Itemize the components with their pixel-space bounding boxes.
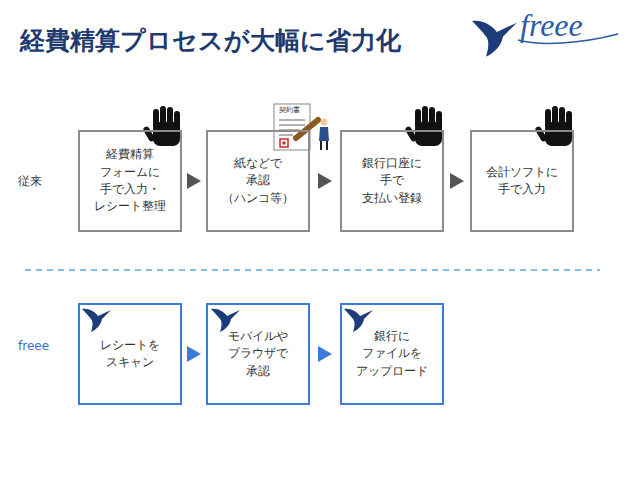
box-text: 銀行に ファイルを アップロード bbox=[356, 328, 428, 380]
process-box: 経費精算 フォームに 手で入力・ レシート整理 bbox=[78, 130, 182, 232]
process-box: 紙などで 承認 （ハンコ等） bbox=[206, 130, 310, 232]
freee-bird-icon bbox=[82, 309, 111, 332]
freee-bird-icon bbox=[211, 309, 240, 332]
freee-bird-icon bbox=[344, 309, 373, 332]
box-text: 銀行口座に 手で 支払い登録 bbox=[362, 155, 422, 207]
flow-arrow bbox=[187, 173, 201, 189]
flow-arrow bbox=[187, 346, 201, 362]
box-text: 経費精算 フォームに 手で入力・ レシート整理 bbox=[94, 146, 166, 216]
flow-arrow bbox=[318, 173, 332, 189]
process-box: 会計ソフトに 手で入力 bbox=[470, 130, 574, 232]
box-text: 紙などで 承認 （ハンコ等） bbox=[222, 155, 294, 207]
freee-process-box: 銀行に ファイルを アップロード bbox=[340, 303, 444, 405]
freee-process-box: モバイルや ブラウザで 承認 bbox=[206, 303, 310, 405]
hand-icon bbox=[404, 106, 442, 146]
contract-illustration bbox=[274, 104, 329, 150]
box-text: 会計ソフトに 手で入力 bbox=[486, 164, 558, 199]
logo-bird bbox=[472, 21, 517, 57]
hand-icon bbox=[534, 106, 572, 146]
box-text: レシートを スキャン bbox=[100, 337, 160, 372]
row-label: freee bbox=[18, 340, 49, 353]
flow-arrow bbox=[450, 173, 464, 189]
freee-process-box: レシートを スキャン bbox=[78, 303, 182, 405]
title: 経費精算プロセスが大幅に省力化 bbox=[20, 24, 401, 57]
logo-text: freee bbox=[520, 8, 583, 43]
process-box: 銀行口座に 手で 支払い登録 bbox=[340, 130, 444, 232]
flow-arrow bbox=[318, 346, 332, 362]
row-label: 従来 bbox=[18, 175, 42, 188]
separator-line bbox=[25, 269, 600, 271]
document-title: 契約書 bbox=[279, 107, 300, 115]
box-text: モバイルや ブラウザで 承認 bbox=[228, 328, 288, 380]
hand-icon bbox=[142, 106, 180, 146]
